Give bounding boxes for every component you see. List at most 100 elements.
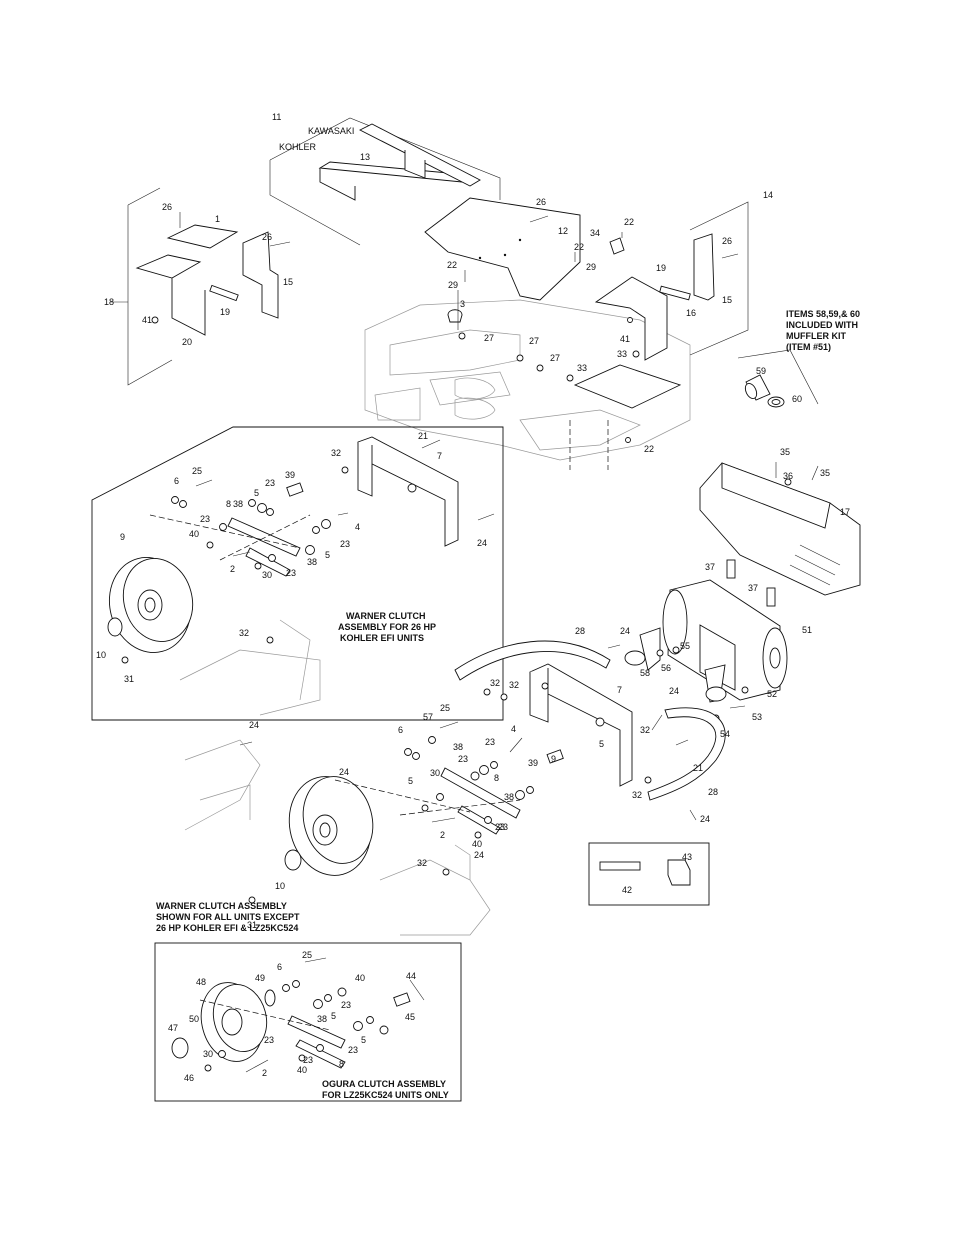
callout-main-58: 58 [640, 668, 650, 678]
callout-main-25: 25 [440, 703, 450, 713]
callout-main-7: 7 [617, 685, 622, 695]
callout-warner-26hp-21: 21 [418, 431, 428, 441]
callout-ogura-38: 38 [317, 1014, 327, 1024]
callout-warner-26hp-6: 6 [174, 476, 179, 486]
callout-main-53: 53 [752, 712, 762, 722]
callout-top-33: 33 [617, 349, 627, 359]
callout-main-28: 28 [575, 626, 585, 636]
callout-warner-26hp-39: 39 [285, 470, 295, 480]
callout-muffler-kit-60: 60 [792, 394, 802, 404]
callout-top-1: 1 [215, 214, 220, 224]
callout-main-24: 24 [620, 626, 630, 636]
callout-heat-shield-37: 37 [705, 562, 715, 572]
callout-main-2: 2 [440, 830, 445, 840]
callout-warner-26hp-25: 25 [192, 466, 202, 476]
callout-muffler-kit-59: 59 [756, 366, 766, 376]
callout-main-56: 56 [661, 663, 671, 673]
ogura-note-1: OGURA CLUTCH ASSEMBLY [322, 1079, 446, 1089]
callout-main-21: 21 [693, 763, 703, 773]
callout-top-19: 19 [220, 307, 230, 317]
callout-top-27: 27 [550, 353, 560, 363]
callout-top-27: 27 [484, 333, 494, 343]
callout-ogura-46: 46 [184, 1073, 194, 1083]
callout-main-32: 32 [490, 678, 500, 688]
callout-ogura-30: 30 [203, 1049, 213, 1059]
callout-main-57: 57 [423, 712, 433, 722]
callout-warner-26hp-24: 24 [477, 538, 487, 548]
warner-26hp-assembly [91, 426, 504, 721]
callout-main-24: 24 [249, 720, 259, 730]
callout-top-3: 3 [460, 299, 465, 309]
callout-main-23: 23 [458, 754, 468, 764]
callout-main-32: 32 [640, 725, 650, 735]
callout-main-32: 32 [417, 858, 427, 868]
callout-top-22: 22 [644, 444, 654, 454]
kawasaki-label: KAWASAKI [308, 126, 354, 136]
callout-heat-shield-35: 35 [820, 468, 830, 478]
callout-warner-26hp-38: 38 [233, 499, 243, 509]
callout-warner-26hp-23: 23 [340, 539, 350, 549]
callout-main-24: 24 [669, 686, 679, 696]
callout-top-29: 29 [586, 262, 596, 272]
callout-main-42: 42 [622, 885, 632, 895]
callout-main-23: 23 [485, 737, 495, 747]
callout-ogura-40: 40 [297, 1065, 307, 1075]
callout-warner-26hp-32: 32 [239, 628, 249, 638]
callout-main-38: 38 [453, 742, 463, 752]
callout-ogura-44: 44 [406, 971, 416, 981]
muffler-kit-note-2: INCLUDED WITH [786, 320, 858, 330]
callout-ogura-8: 8 [339, 1059, 344, 1069]
callout-ogura-40: 40 [355, 973, 365, 983]
callout-ogura-5: 5 [331, 1011, 336, 1021]
callout-main-9: 9 [551, 754, 556, 764]
callout-ogura-5: 5 [361, 1035, 366, 1045]
callout-warner-26hp-2: 2 [230, 564, 235, 574]
callout-top-29: 29 [448, 280, 458, 290]
callout-top-33: 33 [577, 363, 587, 373]
main-clutch-assembly [184, 640, 726, 936]
callout-ogura-23: 23 [341, 1000, 351, 1010]
callout-main-38: 38 [504, 792, 514, 802]
callout-warner-26hp-23: 23 [286, 568, 296, 578]
callout-warner-26hp-5: 5 [254, 488, 259, 498]
callout-warner-26hp-38: 38 [307, 557, 317, 567]
muffler-kit-note-4: (ITEM #51) [786, 342, 831, 352]
callout-top-27: 27 [529, 336, 539, 346]
callout-ogura-23: 23 [303, 1055, 313, 1065]
callout-main-55: 55 [680, 641, 690, 651]
ogura-assembly [154, 942, 462, 1102]
callout-warner-26hp-40: 40 [189, 529, 199, 539]
callout-heat-shield-35: 35 [780, 447, 790, 457]
callout-ogura-2: 2 [262, 1068, 267, 1078]
callout-warner-26hp-9: 9 [120, 532, 125, 542]
callout-main-10: 10 [275, 881, 285, 891]
callout-ogura-49: 49 [255, 973, 265, 983]
callout-top-26: 26 [262, 232, 272, 242]
callout-main-51: 51 [802, 625, 812, 635]
callout-main-24: 24 [474, 850, 484, 860]
callout-top-41: 41 [142, 315, 152, 325]
callout-main-23: 23 [498, 822, 508, 832]
callout-warner-26hp-30: 30 [262, 570, 272, 580]
callout-top-14: 14 [763, 190, 773, 200]
muffler-kit-note-1: ITEMS 58,59,& 60 [786, 309, 860, 319]
kohler-label: KOHLER [279, 142, 317, 152]
callout-main-8: 8 [494, 773, 499, 783]
callout-heat-shield-37: 37 [748, 583, 758, 593]
ogura-note-2: FOR LZ25KC524 UNITS ONLY [322, 1090, 449, 1100]
callout-warner-26hp-23: 23 [200, 514, 210, 524]
callout-main-23: 23 [495, 822, 505, 832]
callout-top-19: 19 [656, 263, 666, 273]
warner-26hp-note-1: WARNER CLUTCH [346, 611, 426, 621]
warner-26hp-note-2: ASSEMBLY FOR 26 HP [338, 622, 436, 632]
callout-main-40: 40 [472, 839, 482, 849]
callout-warner-26hp-5: 5 [325, 550, 330, 560]
callout-ogura-6: 6 [277, 962, 282, 972]
callout-top-11: 11 [272, 112, 281, 122]
accessory-box [588, 842, 710, 906]
callout-ogura-48: 48 [196, 977, 206, 987]
callout-top-15: 15 [283, 277, 293, 287]
callout-top-26: 26 [162, 202, 172, 212]
muffler-kit-note-3: MUFFLER KIT [786, 331, 846, 341]
